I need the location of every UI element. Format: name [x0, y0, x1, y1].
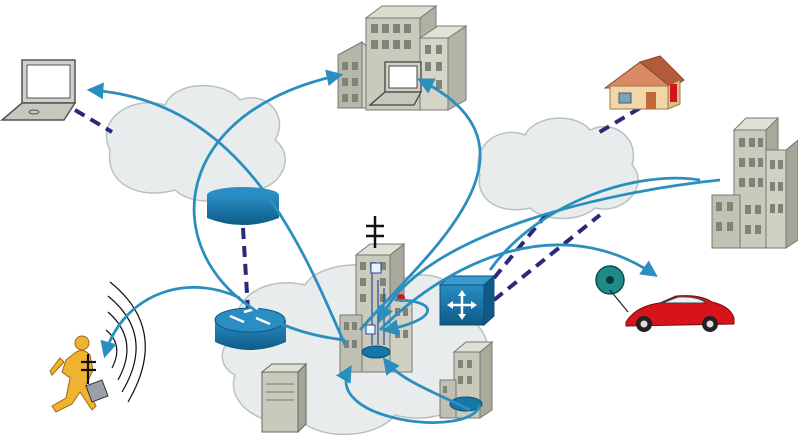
sports-car-icon	[625, 295, 735, 332]
ring-antenna-icon	[595, 265, 629, 313]
cloud-left	[105, 84, 286, 202]
dish-icon	[207, 187, 279, 225]
router-icon	[214, 306, 286, 350]
switch-icon	[438, 274, 496, 327]
server-tower-icon	[260, 362, 308, 434]
radio-waves	[105, 281, 146, 403]
office-buildings-icon	[337, 5, 468, 111]
tall-building-icon	[711, 116, 798, 249]
connection-arrows	[86, 69, 721, 424]
laptop-icon	[0, 59, 77, 121]
house-icon	[603, 55, 685, 110]
tower-building-icon	[339, 216, 413, 373]
small-building-router-icon	[439, 340, 494, 419]
running-person-icon	[49, 335, 109, 413]
cloud-right	[477, 117, 639, 220]
